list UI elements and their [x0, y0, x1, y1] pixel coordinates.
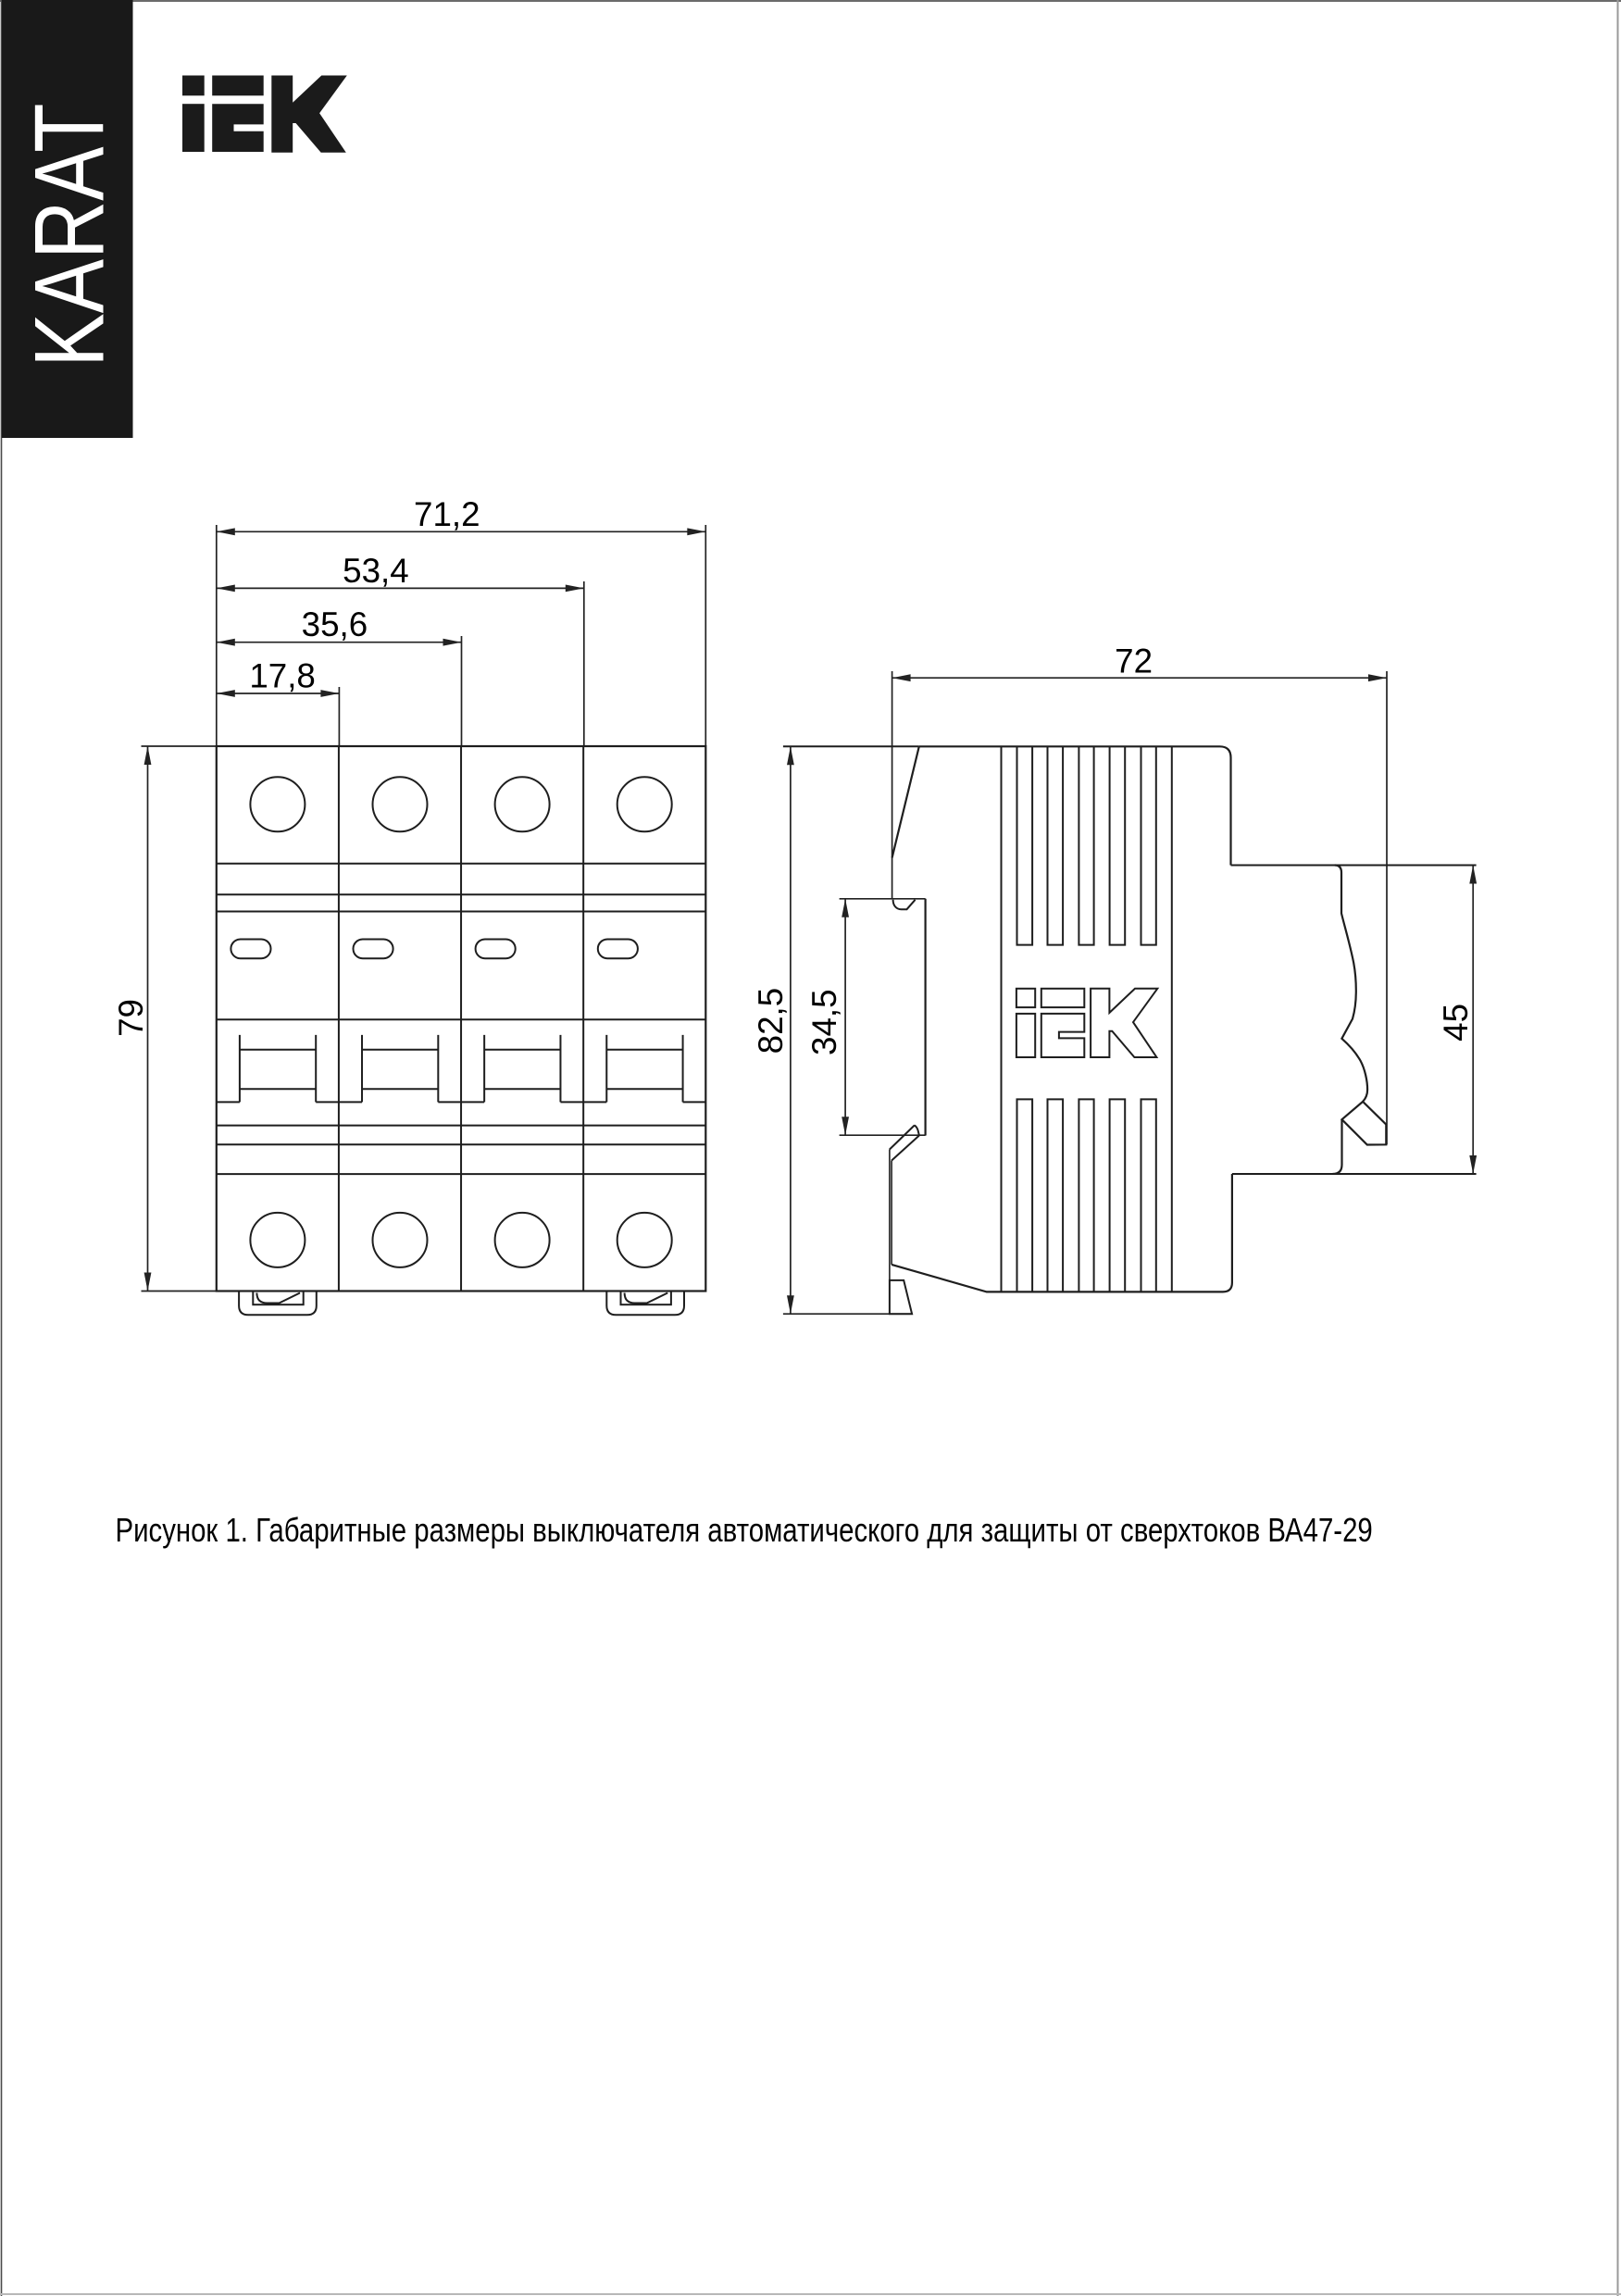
svg-text:Рисунок 1. Габаритные размеры: Рисунок 1. Габаритные размеры выключател…: [116, 1512, 1373, 1550]
svg-text:82,5: 82,5: [751, 988, 790, 1054]
svg-text:53,4: 53,4: [343, 551, 409, 590]
svg-text:35,6: 35,6: [302, 605, 368, 643]
svg-text:34,5: 34,5: [804, 989, 843, 1055]
svg-text:72: 72: [1115, 641, 1153, 680]
svg-text:17,8: 17,8: [249, 655, 316, 694]
svg-text:79: 79: [111, 999, 150, 1037]
svg-text:71,2: 71,2: [414, 493, 480, 532]
svg-text:KARAT: KARAT: [14, 103, 124, 367]
svg-text:45: 45: [1436, 1004, 1475, 1042]
